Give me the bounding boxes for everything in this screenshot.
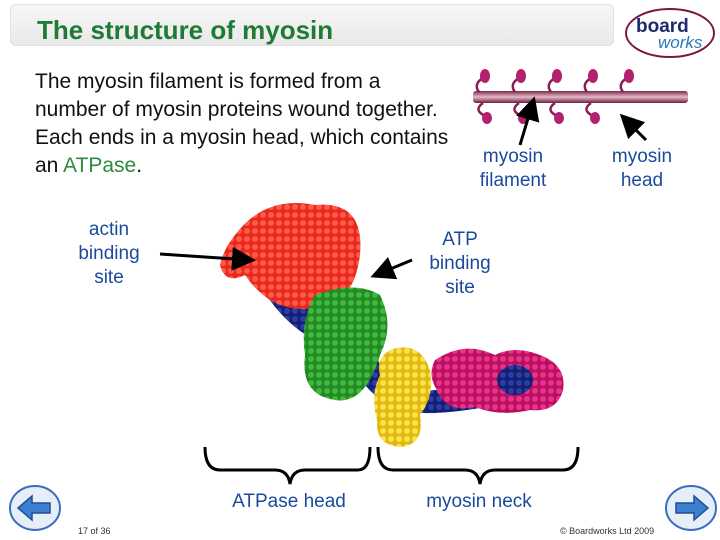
label-myosin-filament: myosin filament xyxy=(468,145,558,193)
arrow-right-icon xyxy=(675,494,710,522)
green-domain xyxy=(303,287,388,401)
label-myosin-filament-line1: myosin xyxy=(482,146,544,167)
label-atp-binding-site: ATP binding site xyxy=(415,228,505,300)
logo-line1: board xyxy=(636,16,689,37)
filament-rod xyxy=(473,91,688,103)
label-myosin-head-line1: myosin xyxy=(611,146,673,167)
title-bar: The structure of myosin xyxy=(10,4,614,46)
label-actin-line3: site xyxy=(94,267,124,288)
page-number: 17 of 36 xyxy=(78,526,111,536)
myosin-head-protein-model xyxy=(220,203,564,447)
page-title: The structure of myosin xyxy=(37,15,334,45)
myosin-filament-illustration xyxy=(473,69,688,124)
label-atp-line3: site xyxy=(445,277,475,298)
label-actin-line2: binding xyxy=(78,243,140,264)
copyright: © Boardworks Ltd 2009 xyxy=(560,526,655,536)
bracket-myosin-neck xyxy=(376,446,580,485)
red-domain xyxy=(220,203,361,309)
atpase-highlight: ATPase xyxy=(63,154,137,177)
label-atp-line1: ATP xyxy=(442,229,478,250)
prev-slide-button[interactable] xyxy=(8,484,62,532)
label-atpase-head: ATPase head xyxy=(232,491,346,512)
label-actin-line1: actin xyxy=(88,219,130,240)
arrow-left-icon xyxy=(16,494,51,522)
intro-paragraph: The myosin filament is formed from a num… xyxy=(35,68,455,180)
next-slide-button[interactable] xyxy=(664,484,718,532)
intro-end: . xyxy=(136,154,143,177)
label-myosin-neck: myosin neck xyxy=(426,491,532,512)
bracket-atpase-head xyxy=(203,446,372,485)
label-myosin-head: myosin head xyxy=(602,145,682,193)
boardworks-logo: board works xyxy=(625,8,715,58)
label-actin-binding-site: actin binding site xyxy=(64,218,154,290)
label-atp-line2: binding xyxy=(429,253,491,274)
logo-line2: works xyxy=(658,33,703,52)
label-myosin-head-line2: head xyxy=(620,170,664,191)
blue-chain-end xyxy=(497,365,533,395)
label-myosin-filament-line2: filament xyxy=(479,170,547,191)
intro-text: The myosin filament is formed from a num… xyxy=(35,70,449,177)
yellow-chain xyxy=(374,347,432,447)
